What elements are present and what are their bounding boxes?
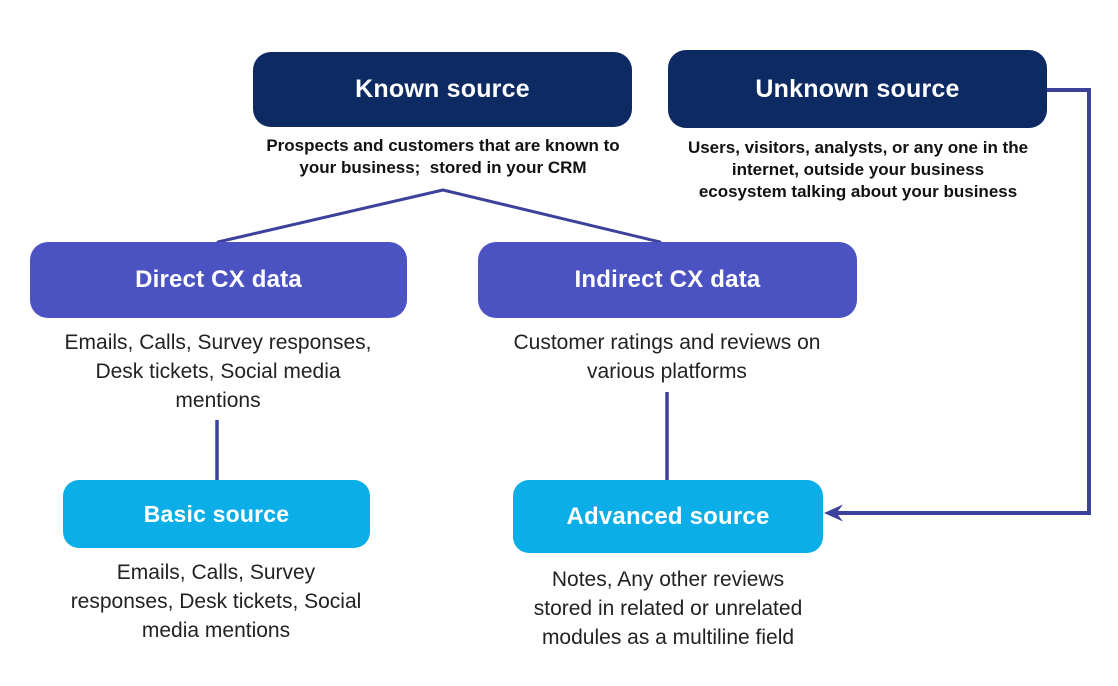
unknown-source-node: Unknown source <box>668 50 1047 128</box>
basic-source-description: Emails, Calls, Survey responses, Desk ti… <box>70 561 362 642</box>
basic-source-label: Basic source <box>143 500 290 527</box>
advanced-source-node: Advanced source <box>513 480 823 553</box>
indirect-cx-data-label: Indirect CX data <box>574 266 761 293</box>
arrowhead-left-icon <box>824 504 843 522</box>
known-source-description: Prospects and customers that are known t… <box>266 136 620 177</box>
connector-known-branch <box>216 188 662 244</box>
advanced-source-label: Advanced source <box>566 502 770 530</box>
known-source-label: Known source <box>355 75 530 103</box>
indirect-cx-data-description: Customer ratings and reviews on various … <box>513 331 821 383</box>
direct-cx-data-label: Direct CX data <box>135 266 302 293</box>
known-source-node: Known source <box>253 52 632 127</box>
advanced-source-description: Notes, Any other reviews stored in relat… <box>533 568 803 649</box>
unknown-source-label: Unknown source <box>755 74 960 103</box>
indirect-cx-data-node: Indirect CX data <box>478 242 857 318</box>
direct-cx-data-node: Direct CX data <box>30 242 407 318</box>
basic-source-node: Basic source <box>63 480 370 548</box>
direct-cx-data-description: Emails, Calls, Survey responses, Desk ti… <box>64 331 372 412</box>
unknown-source-description: Users, visitors, analysts, or any one in… <box>687 138 1029 201</box>
